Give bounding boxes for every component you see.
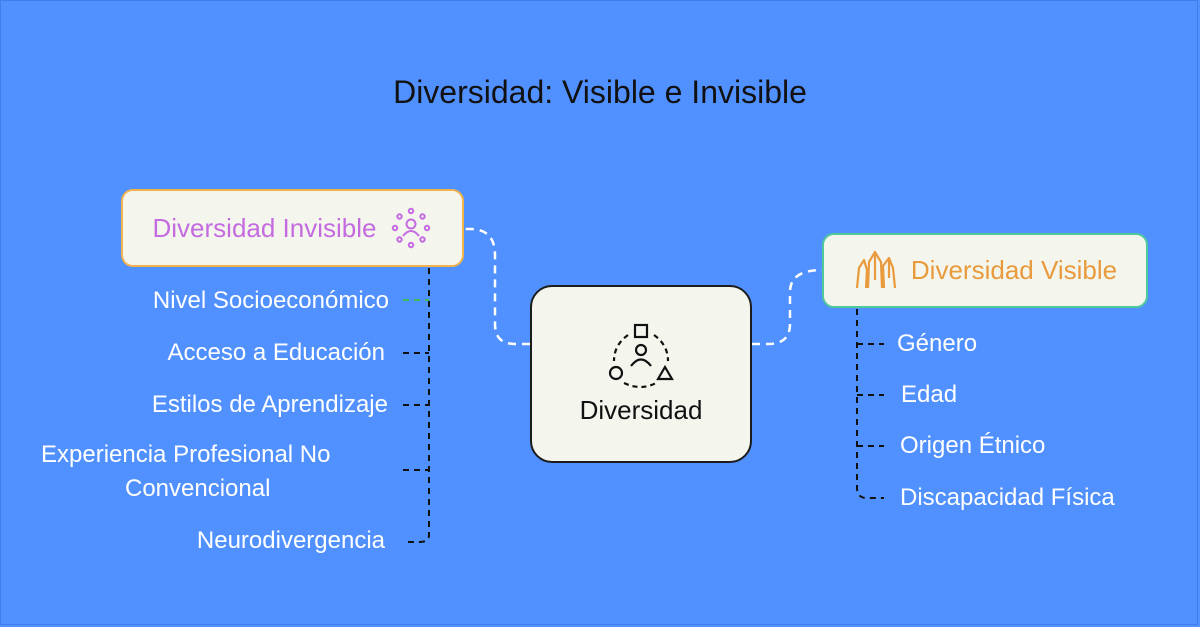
invisible-item: Experiencia Profesional No	[41, 441, 331, 468]
invisible-item: Acceso a Educación	[167, 339, 385, 366]
invisible-item: Convencional	[125, 475, 271, 502]
visible-item: Discapacidad Física	[900, 484, 1115, 511]
invisible-item: Neurodivergencia	[196, 527, 385, 554]
invisible-diversity-node: Diversidad Invisible	[121, 189, 464, 267]
connector-center-invisible	[464, 227, 530, 346]
visible-item: Edad	[901, 381, 958, 408]
diversity-shapes-icon	[606, 323, 676, 389]
crystal-cluster-icon	[853, 250, 899, 292]
visible-diversity-node: Diversidad Visible	[822, 233, 1148, 308]
visible-item: Género	[897, 330, 978, 357]
diversity-center-label: Diversidad	[579, 394, 703, 425]
invisible-spine	[403, 268, 430, 543]
visible-diversity-label: Diversidad Visible	[910, 255, 1118, 285]
visible-item: Origen Étnico	[900, 432, 1046, 459]
diversity-center-node: Diversidad	[530, 285, 752, 463]
people-network-icon	[390, 207, 432, 249]
invisible-diversity-label: Diversidad Invisible	[152, 212, 377, 243]
visible-spine	[856, 309, 884, 499]
invisible-item: Estilos de Aprendizaje	[151, 391, 388, 418]
invisible-item: Nivel Socioeconómico	[152, 287, 389, 314]
connector-center-visible	[752, 268, 823, 346]
diagram-title: Diversidad: Visible e Invisible	[393, 74, 807, 110]
